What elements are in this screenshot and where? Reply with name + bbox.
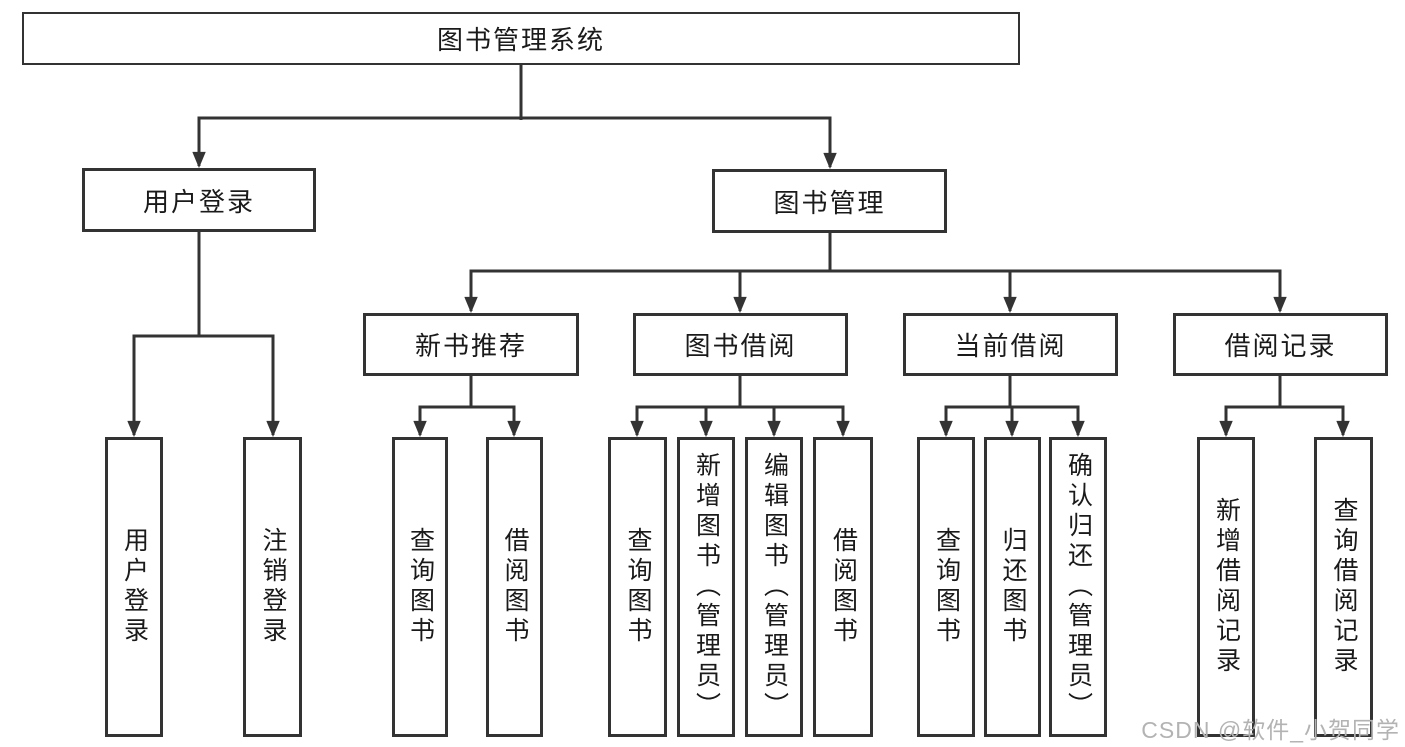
connector-book-management-to-groups <box>464 233 1287 314</box>
node-label: 注销登录 <box>259 527 287 647</box>
node-label: 查询图书 <box>932 527 961 647</box>
leaf-add-borrow-record: 新增借阅记录 <box>1197 437 1255 737</box>
node-label: 当前借阅 <box>954 331 1067 361</box>
node-label: 确认归还（管理员） <box>1064 452 1093 722</box>
leaf-query-books-borrow: 查询图书 <box>608 437 667 737</box>
node-book-management-branch: 图书管理 <box>712 169 947 233</box>
leaf-add-book-admin: 新增图书（管理员） <box>677 437 735 737</box>
node-label: 借阅图书 <box>829 527 858 647</box>
node-label: 用户登录 <box>120 527 149 647</box>
node-label: 图书管理 <box>773 187 886 218</box>
leaf-borrow-books: 借阅图书 <box>813 437 873 737</box>
leaf-logout: 注销登录 <box>243 437 302 737</box>
node-label: 借阅记录 <box>1224 331 1337 361</box>
connector-borrow-records-to-leaves <box>1219 376 1350 438</box>
node-label: 查询图书 <box>624 527 652 647</box>
node-label: 图书管理系统 <box>436 25 605 55</box>
leaf-query-books-current: 查询图书 <box>917 437 975 737</box>
connector-user-login-to-leaves <box>127 232 280 438</box>
connector-current-borrow-to-leaves <box>939 376 1085 438</box>
csdn-watermark: CSDN @软件_小贺同学 <box>1141 717 1400 743</box>
leaf-user-login: 用户登录 <box>105 437 163 737</box>
node-label: 新书推荐 <box>414 331 527 361</box>
node-user-login-branch: 用户登录 <box>82 168 316 232</box>
node-label: 新增借阅记录 <box>1212 497 1241 677</box>
leaf-query-borrow-record: 查询借阅记录 <box>1314 437 1373 737</box>
node-label: 用户登录 <box>142 186 255 217</box>
node-label: 编辑图书（管理员） <box>760 452 789 722</box>
leaf-edit-book-admin: 编辑图书（管理员） <box>745 437 803 737</box>
leaf-borrow-books-recommend: 借阅图书 <box>486 437 543 737</box>
leaf-return-book: 归还图书 <box>984 437 1041 737</box>
node-current-borrow: 当前借阅 <box>903 313 1118 376</box>
node-book-borrow: 图书借阅 <box>633 313 848 376</box>
node-label: 图书借阅 <box>684 331 797 361</box>
connector-root-to-branches <box>192 65 837 170</box>
node-label: 查询借阅记录 <box>1330 497 1358 677</box>
connector-new-book-recommend-to-leaves <box>413 376 521 438</box>
node-label: 新增图书（管理员） <box>692 452 721 722</box>
node-label: 归还图书 <box>999 527 1027 647</box>
node-new-book-recommend: 新书推荐 <box>363 313 579 376</box>
node-root-system: 图书管理系统 <box>22 12 1020 65</box>
connector-book-borrow-to-leaves <box>630 376 850 438</box>
leaf-confirm-return-admin: 确认归还（管理员） <box>1049 437 1107 737</box>
leaf-query-books-recommend: 查询图书 <box>392 437 448 737</box>
node-label: 查询图书 <box>406 527 435 647</box>
node-label: 借阅图书 <box>501 527 529 647</box>
node-borrow-records: 借阅记录 <box>1173 313 1388 376</box>
